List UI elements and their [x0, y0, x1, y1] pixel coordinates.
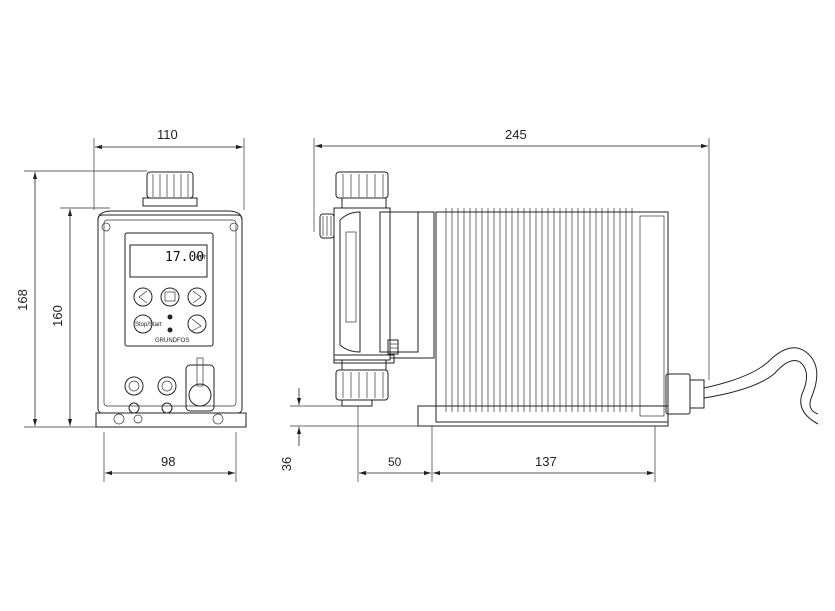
- dim-side-body: 137: [535, 454, 557, 469]
- display-value: 17.00: [165, 250, 204, 265]
- side-top-cap: [335, 171, 389, 209]
- dim-side-length-total: 245: [505, 127, 527, 142]
- power-cable: [703, 347, 819, 415]
- screw-icon: [101, 222, 111, 232]
- dim-front-width-top: 110: [157, 127, 178, 142]
- front-cap: [142, 171, 198, 207]
- led-indicator: [167, 314, 173, 320]
- dim-front-height-body: 160: [50, 305, 65, 327]
- side-view: 245 36 50 137: [279, 127, 819, 482]
- connector-icon: [157, 376, 177, 414]
- front-base: [95, 412, 247, 428]
- side-cable-gland: [665, 373, 691, 415]
- left-arrow-button[interactable]: [133, 287, 153, 307]
- control-panel: 17.00 ml/h Stop/Start: [124, 232, 214, 347]
- right-arrow-button[interactable]: [187, 287, 207, 307]
- side-connector: [389, 211, 435, 359]
- screw-icon: [229, 222, 239, 232]
- dosing-head: [333, 207, 419, 364]
- menu-button[interactable]: [160, 287, 180, 307]
- dim-front-height-total: 168: [15, 289, 30, 311]
- motor-housing: [435, 211, 669, 423]
- lcd-display: [129, 244, 208, 278]
- display-unit: ml/h: [196, 255, 207, 261]
- front-view: 17.00 ml/h Stop/Start: [15, 127, 247, 482]
- dim-side-height-base: 36: [279, 457, 294, 471]
- dim-side-offset: 50: [388, 455, 402, 469]
- side-bottom-cap: [335, 359, 389, 407]
- connector-icon: [124, 376, 144, 414]
- brand-label: GRUNDFOS: [155, 338, 189, 344]
- cooling-fins: [445, 208, 633, 412]
- cable-gland: [185, 357, 215, 412]
- plus-button[interactable]: [187, 314, 207, 334]
- side-base: [417, 405, 669, 427]
- dim-front-width-bottom: 98: [161, 454, 175, 469]
- stop-start-label: Stop/Start: [135, 322, 162, 328]
- front-housing-top: [97, 210, 243, 228]
- stop-start-button[interactable]: Stop/Start: [133, 314, 162, 334]
- led-indicator: [167, 327, 173, 333]
